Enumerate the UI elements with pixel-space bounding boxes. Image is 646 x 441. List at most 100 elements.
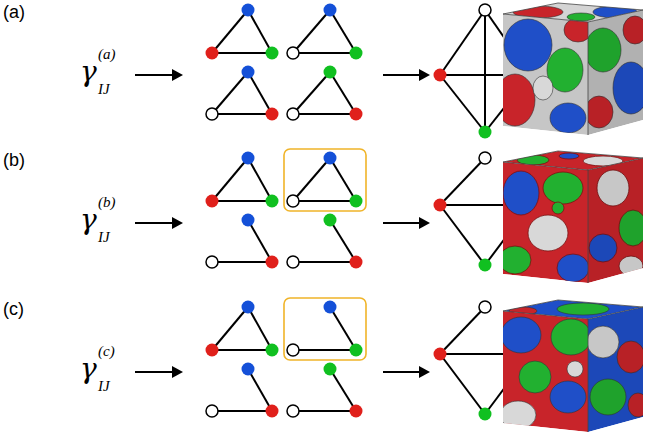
panel-label: (c) — [3, 300, 24, 318]
graph-edges-part — [484, 10, 486, 132]
graph-dots — [206, 301, 537, 421]
graph-edges-part — [212, 261, 272, 263]
graph-dots-part — [287, 405, 299, 417]
graph-dots-part — [266, 344, 279, 357]
arrow-part — [172, 366, 183, 378]
microstructure-cube-part-part — [501, 317, 541, 353]
graph-edges-part — [248, 72, 272, 114]
graph-dots-part — [479, 259, 492, 272]
graph-dots-part — [242, 4, 255, 17]
graph-edges-part — [293, 52, 356, 54]
arrow-part — [135, 222, 173, 224]
graph-dots-part — [287, 108, 299, 120]
graph-dots-part — [324, 363, 337, 376]
microstructure-cube-part-part — [552, 202, 564, 214]
microstructure-cube-part — [588, 22, 589, 135]
panel-label: (b) — [3, 151, 25, 169]
graph-edges-part — [212, 200, 272, 202]
graph-edges-part — [293, 349, 356, 351]
graph-edges-part — [293, 410, 356, 412]
graph-edges-part — [293, 72, 330, 114]
graph-dots-part — [350, 195, 363, 208]
highlight-box — [284, 149, 366, 211]
graph-edges-part — [248, 220, 272, 262]
graph-edges-part — [440, 354, 485, 414]
graph-edges-part — [330, 10, 356, 53]
graph-dots-part — [350, 344, 363, 357]
microstructure-cube-part — [499, 162, 589, 283]
graph-edges-part — [212, 349, 272, 351]
graph-dots-part — [479, 152, 491, 164]
microstructure-cube-part-part — [557, 303, 609, 315]
microstructure-cube-part-part — [500, 401, 536, 429]
microstructure-cube-part-part — [550, 381, 586, 413]
graph-dots-part — [206, 256, 218, 268]
arrow — [135, 217, 430, 229]
graph-dots-part — [242, 152, 255, 165]
microstructure-cube-part-part — [543, 172, 583, 204]
microstructure-cube — [499, 151, 646, 283]
microstructure-cube-part-part — [504, 19, 552, 71]
graph-edges-part — [212, 113, 272, 115]
microstructure-cube-part-part — [551, 319, 591, 355]
graph-dots-part — [324, 214, 337, 227]
microstructure-cube-part-part — [588, 158, 643, 283]
microstructure-cube-part — [495, 14, 592, 135]
graph-edges-part — [212, 10, 248, 53]
graph-dots-part — [479, 408, 492, 421]
graph-dots — [206, 4, 537, 139]
graph-dots-part — [350, 108, 363, 121]
graph-edges — [212, 307, 530, 414]
row-c — [135, 298, 646, 432]
arrow — [135, 366, 430, 378]
graph-dots — [206, 152, 537, 272]
microstructure-cube-part — [585, 10, 646, 135]
arrow-part — [383, 74, 420, 76]
graph-edges-part — [293, 200, 356, 202]
superscript: (c) — [98, 344, 115, 359]
microstructure-cube-part-part — [588, 158, 643, 283]
graph-edges-part — [212, 52, 272, 54]
microstructure-cube — [495, 3, 646, 135]
arrow-part — [383, 371, 420, 373]
graph-edges-part — [212, 158, 248, 201]
graph-dots-part — [266, 108, 279, 121]
graph-dots-part — [287, 47, 299, 59]
graph-edges-part — [248, 307, 272, 350]
microstructure-cube-part — [588, 170, 589, 283]
arrow-part — [383, 222, 420, 224]
graph-edges-part — [330, 220, 356, 262]
graph-edges-part — [212, 72, 248, 114]
graph-dots-part — [266, 256, 279, 269]
gamma-symbol: γ — [80, 206, 97, 234]
graph-dots-part — [206, 47, 219, 60]
graph-dots-part — [242, 66, 255, 79]
microstructure-cube-part-part — [588, 307, 643, 432]
graph-dots-part — [287, 195, 299, 207]
microstructure-cube-part-part — [533, 76, 553, 100]
superscript: (b) — [98, 195, 116, 210]
microstructure-cube — [500, 300, 646, 432]
graph-edges-part — [440, 205, 485, 265]
gamma-symbol: γ — [80, 58, 97, 86]
arrow-part — [172, 69, 183, 81]
graph-dots-part — [266, 405, 279, 418]
graph-edges-part — [330, 369, 356, 411]
microstructure-cube-part — [588, 158, 646, 283]
graph-dots-part — [479, 301, 491, 313]
graph-dots-part — [479, 4, 491, 16]
microstructure-cube-part — [503, 151, 643, 170]
graph-edges-part — [212, 410, 272, 412]
graph-dots-part — [350, 47, 363, 60]
graph-edges-part — [330, 158, 356, 201]
microstructure-cube-part — [503, 3, 643, 22]
graph-edges-part — [293, 113, 356, 115]
microstructure-cube-part — [587, 307, 646, 432]
graph-dots-part — [266, 47, 279, 60]
arrow-part — [419, 366, 430, 378]
highlight-box — [284, 298, 366, 360]
arrow-part — [419, 69, 430, 81]
arrow-part — [135, 74, 173, 76]
microstructure-cube-part — [500, 311, 591, 432]
